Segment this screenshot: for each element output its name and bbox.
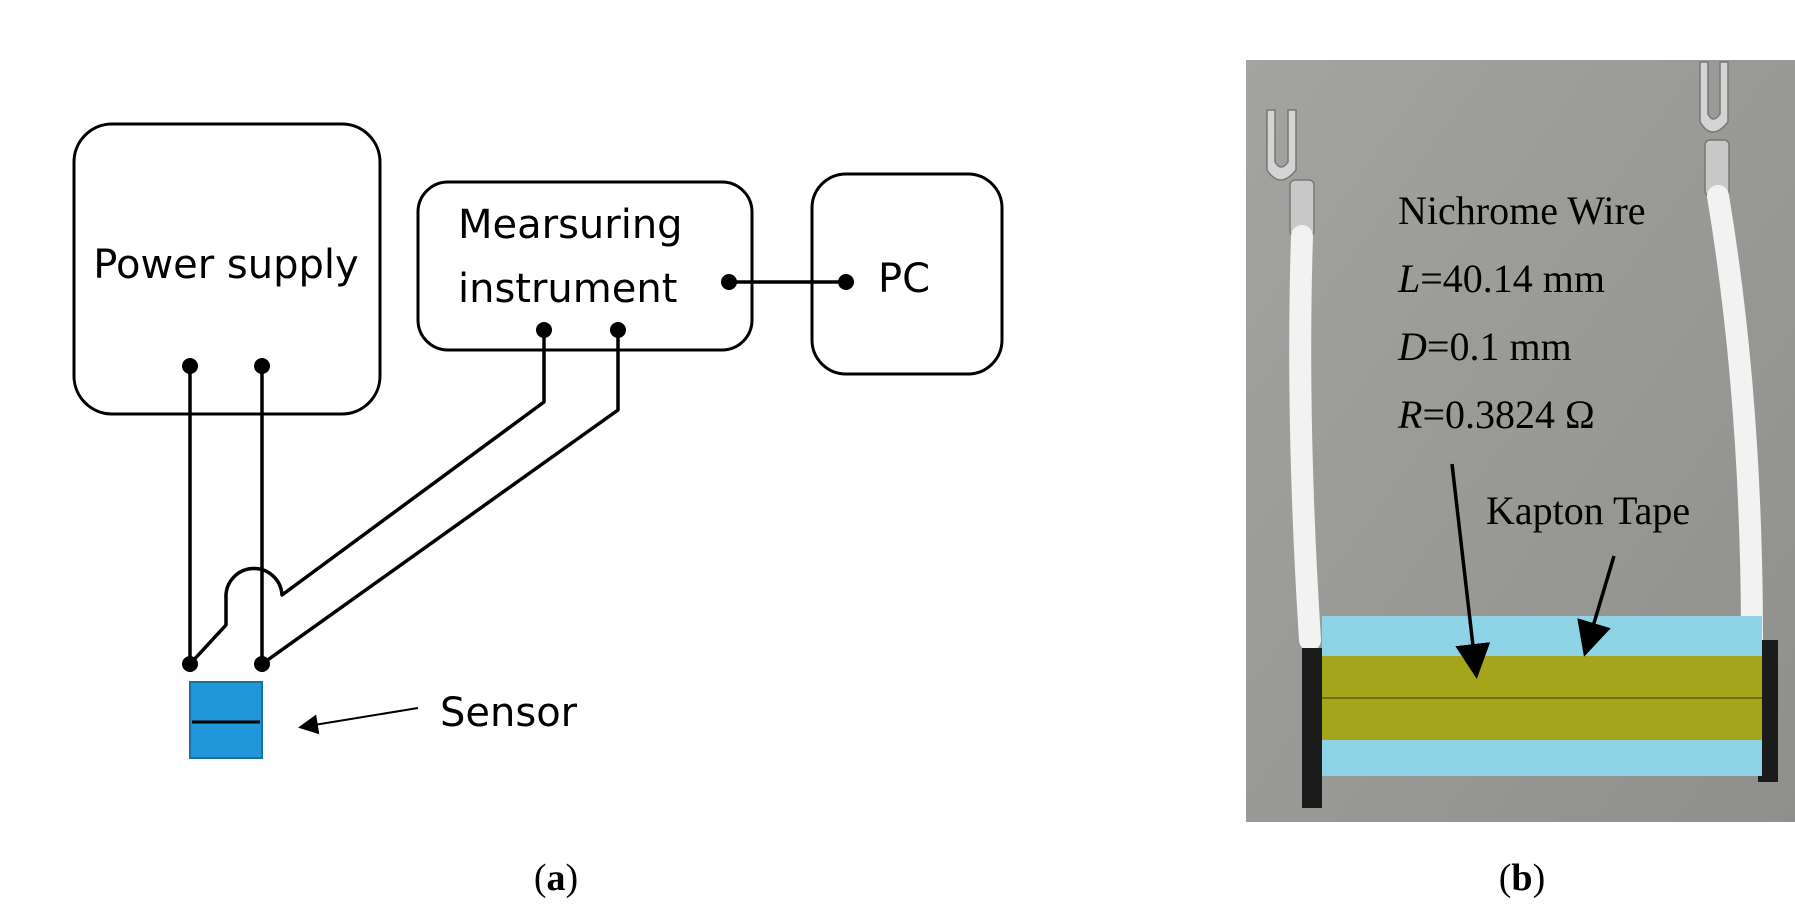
nichrome-wire-label: Nichrome Wire (1398, 188, 1646, 233)
spade-terminal-left (1266, 109, 1297, 181)
wire-pointer-arrow (1450, 463, 1491, 679)
measuring-lead-left (188, 330, 546, 666)
caption-b: (b) (1499, 857, 1545, 899)
sensor-label: Sensor (440, 690, 578, 736)
diameter-label: D=0.1 mm (1397, 324, 1572, 369)
panel-a-diagram: Power supply Mearsuring instrument PC Se… (72, 122, 1004, 759)
spade-terminal-right (1699, 61, 1729, 133)
right-wire (1699, 61, 1778, 782)
caption-b-letter: b (1511, 857, 1532, 899)
measuring-lead-right (260, 330, 620, 666)
kapton-tape-label: Kapton Tape (1486, 488, 1690, 533)
length-label: L=40.14 mm (1397, 256, 1605, 301)
left-wire (1266, 109, 1322, 808)
terminal-dot (182, 358, 198, 374)
tape-pointer-arrow (1577, 555, 1616, 657)
power-supply-box (72, 122, 382, 416)
measuring-instrument-label-line2: instrument (458, 266, 677, 312)
resistance-label: R=0.3824 Ω (1397, 392, 1595, 437)
pc-box (810, 172, 1004, 376)
caption-a-letter: a (547, 857, 566, 899)
terminal-dot (536, 322, 552, 338)
terminal-dot (254, 656, 270, 672)
heat-shrink-right (1758, 640, 1778, 782)
pc-label: PC (878, 256, 930, 302)
measuring-instrument-box (416, 180, 754, 352)
terminal-dot (254, 358, 270, 374)
measuring-instrument-label-line1: Mearsuring (458, 202, 683, 248)
terminal-dot (838, 274, 854, 290)
terminal-dot (182, 656, 198, 672)
wire-insulation-left (1289, 225, 1321, 651)
panel-b-photo: Nichrome Wire L=40.14 mm D=0.1 mm R=0.38… (1246, 60, 1795, 822)
power-supply-label: Power supply (93, 242, 358, 288)
terminal-dot (610, 322, 626, 338)
wire-insulation-right (1707, 185, 1763, 651)
sensor-block (189, 681, 263, 759)
sensor-arrow (298, 707, 419, 735)
caption-a: (a) (534, 857, 578, 899)
terminal-dot (721, 274, 737, 290)
heat-shrink-left (1302, 648, 1322, 808)
